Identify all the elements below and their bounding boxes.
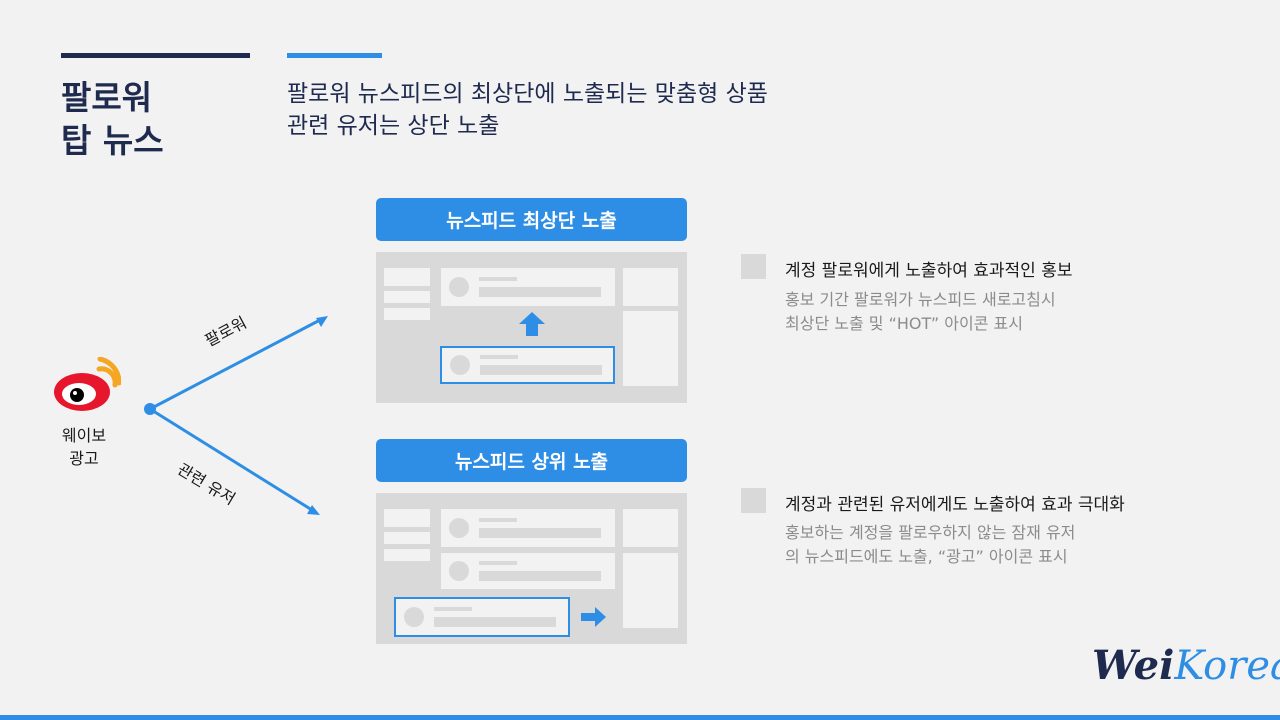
feature-1-description: 홍보 기간 팔로워가 뉴스피드 새로고침시 최상단 노출 및 “HOT” 아이콘… [785, 288, 1056, 336]
title-line-2: 탑 뉴스 [61, 121, 164, 160]
page-title: 팔로워 탑 뉴스 [61, 76, 164, 162]
title-line-1: 팔로워 [61, 78, 153, 117]
mock-post [441, 268, 615, 306]
weibo-label-line-1: 웨이보 [61, 426, 107, 445]
mock-avatar [449, 561, 469, 581]
mock-sidebar-bar [384, 509, 430, 527]
feature-2-description: 홍보하는 계정을 팔로우하지 않는 잠재 유저 의 뉴스피드에도 노출, “광고… [785, 521, 1075, 569]
subtitle-accent-bar [287, 53, 382, 58]
mock-sidebar-bar [384, 308, 430, 320]
feed-mockup-upper [376, 493, 687, 644]
feature-bullet-square [741, 488, 766, 513]
mock-text-line [480, 355, 518, 359]
mock-sidebar-bar [384, 532, 430, 544]
pill-newsfeed-top: 뉴스피드 최상단 노출 [376, 198, 687, 241]
mock-text-line [434, 617, 556, 627]
brand-wei: Wei [1092, 642, 1175, 689]
mock-post-highlighted [394, 597, 570, 637]
mock-text-line [479, 571, 601, 581]
upper-branch-line [149, 318, 321, 411]
mock-avatar [449, 518, 469, 538]
weibo-ad-label: 웨이보 광고 [54, 424, 114, 470]
mock-side-panel [623, 268, 678, 306]
mock-avatar [404, 607, 424, 627]
branch-origin-dot [144, 403, 156, 415]
mock-avatar [449, 277, 469, 297]
mock-post [441, 509, 615, 547]
lower-branch-arrowhead [307, 505, 320, 515]
weikorea-logo: WeiKorea [1092, 642, 1280, 689]
arrow-up-icon [518, 310, 546, 338]
feature-2-desc-line-2: 의 뉴스피드에도 노출, “광고” 아이콘 표시 [785, 547, 1068, 566]
feed-mockup-top [376, 252, 687, 403]
feature-2-heading: 계정과 관련된 유저에게도 노출하여 효과 극대화 [785, 495, 1125, 515]
lower-branch-line [149, 407, 313, 512]
mock-post [441, 553, 615, 589]
feature-1-desc-line-2: 최상단 노출 및 “HOT” 아이콘 표시 [785, 314, 1023, 333]
mock-sidebar-bar [384, 549, 430, 561]
mock-text-line [480, 365, 602, 375]
mock-text-line [479, 277, 517, 281]
feature-1-desc-line-1: 홍보 기간 팔로워가 뉴스피드 새로고침시 [785, 290, 1056, 309]
mock-text-line [479, 518, 517, 522]
feature-1-heading: 계정 팔로워에게 노출하여 효과적인 홍보 [785, 261, 1073, 281]
feature-bullet-square [741, 254, 766, 279]
page-subtitle: 팔로워 뉴스피드의 최상단에 노출되는 맞춤형 상품 관련 유저는 상단 노출 [287, 78, 768, 142]
mock-side-panel [623, 311, 678, 386]
mock-sidebar-bar [384, 291, 430, 303]
upper-branch-arrowhead [316, 316, 328, 327]
title-accent-bar [61, 53, 250, 58]
pill-newsfeed-upper: 뉴스피드 상위 노출 [376, 439, 687, 482]
brand-korea: Korea [1174, 643, 1280, 689]
weibo-label-line-2: 광고 [69, 449, 99, 468]
mock-text-line [479, 287, 601, 297]
mock-sidebar-bar [384, 268, 430, 286]
mock-side-panel [623, 509, 678, 547]
arrow-right-icon [581, 606, 607, 628]
subtitle-line-2: 관련 유저는 상단 노출 [287, 113, 500, 139]
mock-avatar [450, 355, 470, 375]
mock-side-panel [623, 553, 678, 628]
bottom-accent-line [0, 715, 1280, 720]
weibo-logo-icon [53, 356, 122, 413]
subtitle-line-1: 팔로워 뉴스피드의 최상단에 노출되는 맞춤형 상품 [287, 81, 768, 107]
mock-text-line [479, 561, 517, 565]
mock-text-line [479, 528, 601, 538]
mock-post-highlighted [440, 346, 615, 384]
mock-text-line [434, 607, 472, 611]
feature-2-desc-line-1: 홍보하는 계정을 팔로우하지 않는 잠재 유저 [785, 523, 1076, 542]
